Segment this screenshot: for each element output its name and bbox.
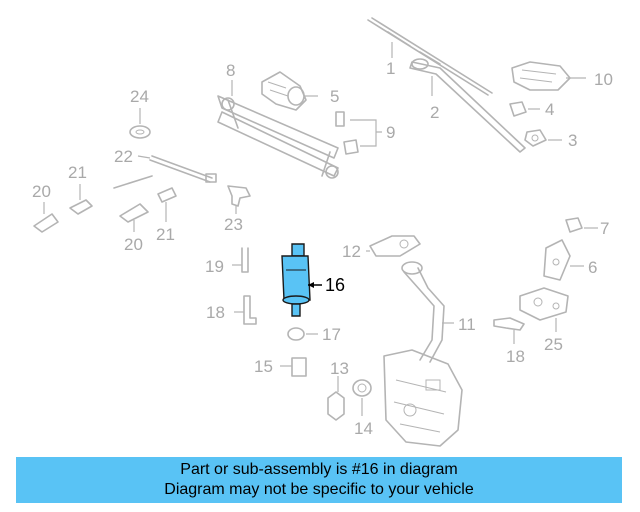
callout-16[interactable]: 16 <box>325 275 346 295</box>
part-19-clip <box>232 247 249 273</box>
callout-22: 22 <box>114 147 133 166</box>
callout-12: 12 <box>342 242 361 261</box>
callout-14: 14 <box>354 419 373 438</box>
part-12-gasket <box>366 235 421 257</box>
part-4-cap <box>509 101 540 117</box>
callout-5: 5 <box>330 87 340 106</box>
banner-line-part: Part or sub-assembly is #16 in diagram <box>180 461 458 478</box>
part-13-level-sensor <box>327 376 345 421</box>
part-18b-clip <box>493 317 525 344</box>
part-5-wiper-motor <box>261 71 318 111</box>
banner-line-disclaimer: Diagram may not be specific to your vehi… <box>164 481 474 498</box>
callout-25: 25 <box>544 335 563 354</box>
part-22-hose <box>137 155 217 183</box>
part-23-tee <box>227 185 251 214</box>
part-11-filler-neck <box>401 261 454 363</box>
part-15-cap <box>280 357 307 377</box>
part-18a-clip <box>234 295 257 325</box>
callout-13: 13 <box>330 359 349 378</box>
part-24-grommet <box>129 108 151 139</box>
info-banner: Part or sub-assembly is #16 in diagram D… <box>16 457 622 503</box>
part-10-cover <box>511 61 586 91</box>
callout-17: 17 <box>322 325 341 344</box>
callout-24: 24 <box>130 87 149 106</box>
callout-23: 23 <box>224 215 243 234</box>
part-3-nut <box>524 129 562 147</box>
part-21a-connector <box>69 184 93 215</box>
callout-21a: 21 <box>68 163 87 182</box>
callout-9: 9 <box>386 123 396 142</box>
callout-3: 3 <box>568 131 578 150</box>
part-8-wiper-linkage <box>217 80 339 179</box>
callout-20b: 20 <box>124 235 143 254</box>
callout-10: 10 <box>594 70 613 89</box>
parts-diagram <box>33 17 598 447</box>
callout-18a: 18 <box>206 303 225 322</box>
callout-20a: 20 <box>32 182 51 201</box>
callout-19: 19 <box>205 257 224 276</box>
part-25-pump-bracket <box>519 287 569 332</box>
callout-6: 6 <box>588 258 598 277</box>
callout-21b: 21 <box>156 225 175 244</box>
part-16-washer-pump[interactable] <box>281 243 322 317</box>
part-20b-nozzle <box>119 203 149 232</box>
part-washer-reservoir <box>383 349 463 447</box>
part-17-grommet <box>287 327 318 341</box>
callout-11: 11 <box>458 315 476 334</box>
part-1-wiper-blade <box>367 17 493 96</box>
part-7-grommet <box>565 217 598 233</box>
callout-4: 4 <box>545 100 555 119</box>
part-22-tube-section <box>113 175 153 189</box>
part-20a-nozzle <box>33 202 59 233</box>
callout-8: 8 <box>226 61 236 80</box>
callout-7: 7 <box>600 219 610 238</box>
callout-18b: 18 <box>506 347 525 366</box>
part-6-bracket <box>543 239 584 281</box>
callout-1: 1 <box>386 59 396 78</box>
part-9-fasteners <box>335 111 382 155</box>
part-2-wiper-arm <box>409 58 526 153</box>
part-21b-connector <box>157 187 177 222</box>
part-14-seal <box>352 379 372 416</box>
callout-2: 2 <box>430 103 440 122</box>
callout-15: 15 <box>254 357 273 376</box>
